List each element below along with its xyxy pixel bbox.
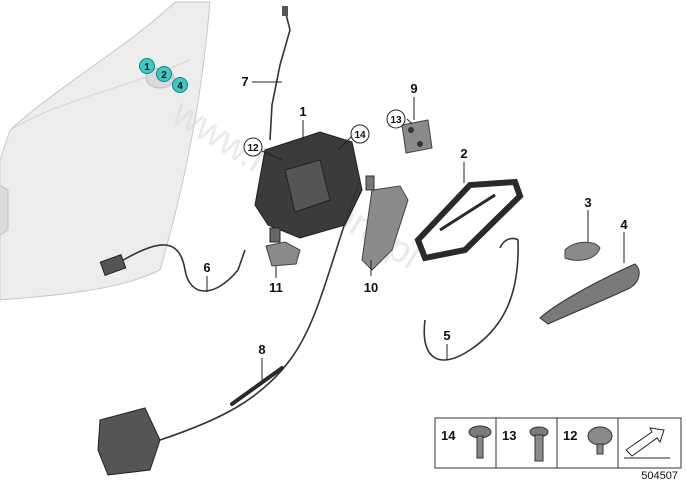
callout-14: 14 [350,124,370,144]
part-8-cable [97,179,361,476]
callout-3: 3 [584,195,591,210]
svg-text:13: 13 [502,428,516,443]
svg-text:13: 13 [390,115,402,126]
fastener-table: 14 13 12 [434,417,682,469]
callout-2: 2 [460,146,467,161]
door-panel [0,1,211,301]
part-9-striker [401,119,433,154]
door-marker-1[interactable]: 1 [139,58,155,74]
part-5-cable [423,237,519,361]
screw-12-icon [587,426,613,455]
callout-7: 7 [241,74,248,89]
svg-text:14: 14 [441,428,456,443]
fastener-cell-12: 12 [563,426,613,455]
leader-lines [206,81,625,380]
arrow-icon [624,427,670,459]
screw-13-icon [529,426,549,462]
svg-text:4: 4 [177,81,183,92]
door-marker-4[interactable]: 4 [172,77,188,93]
part-11-bracket [265,241,301,267]
callout-5: 5 [443,328,450,343]
svg-text:12: 12 [563,428,577,443]
diagram-id: 504507 [641,470,678,482]
callout-8: 8 [258,342,265,357]
svg-text:2: 2 [161,70,167,81]
callout-9: 9 [410,81,417,96]
callout-1: 1 [299,104,306,119]
screw-14-icon [468,425,492,459]
svg-text:12: 12 [247,143,259,154]
svg-text:1: 1 [144,62,150,73]
part-6-cable [99,244,246,292]
part-1-lock [254,131,363,243]
fastener-cell-14: 14 [441,425,492,459]
part-10-carrier [361,175,409,271]
part-4-handle [539,263,640,325]
part-2-carrier [414,178,524,262]
door-marker-group: 1 2 4 [139,58,188,93]
callout-4: 4 [620,217,628,232]
callout-10: 10 [364,280,378,295]
callout-13: 13 [386,109,406,129]
part-7-rod [269,6,291,141]
svg-text:14: 14 [354,130,366,141]
callout-labels: 1 2 3 4 5 6 7 8 9 10 11 12 13 14 [203,74,628,357]
part-3-cap [564,241,601,261]
fastener-cell-13: 13 [502,426,549,462]
callout-12: 12 [243,137,263,157]
callout-6: 6 [203,260,210,275]
door-marker-2[interactable]: 2 [156,66,172,82]
callout-11: 11 [269,280,283,295]
